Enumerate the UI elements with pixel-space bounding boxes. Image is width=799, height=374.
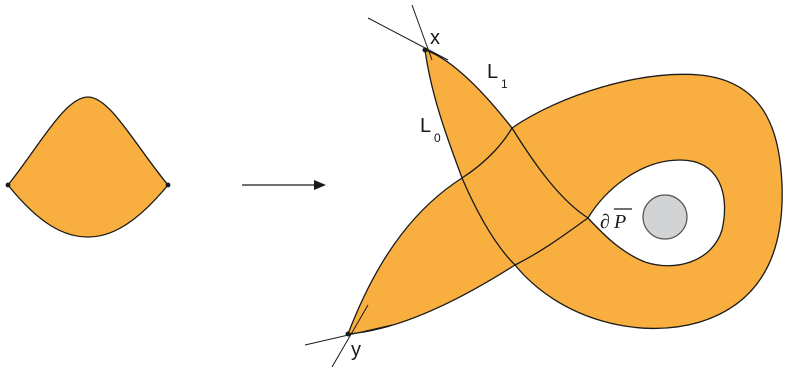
svg-text:P: P: [613, 211, 626, 233]
svg-text:L: L: [420, 115, 431, 137]
svg-text:1: 1: [501, 77, 508, 91]
lens-left-vertex: [5, 182, 11, 188]
image-region: [347, 49, 783, 335]
label-l0: L 0: [420, 115, 441, 145]
inner-arc-upper: [461, 127, 513, 179]
inner-arc-l0: [461, 177, 516, 266]
label-boundary: ∂ P: [600, 208, 632, 233]
point-x: [422, 47, 428, 53]
lens-right-vertex: [165, 182, 171, 188]
inner-arc-l1: [511, 127, 589, 219]
map-arrow: [242, 180, 326, 190]
label-y: y: [351, 339, 361, 361]
inner-arc-lower: [514, 217, 589, 266]
label-l1: L 1: [487, 61, 508, 91]
tangent-line-x-2: [411, 4, 433, 61]
lens-region: [7, 96, 169, 238]
svg-text:∂: ∂: [600, 211, 610, 233]
point-y: [345, 331, 351, 337]
svg-text:L: L: [487, 61, 498, 83]
tangent-line-x-1: [367, 17, 449, 61]
label-x: x: [430, 27, 440, 49]
tangent-line-y-2: [331, 304, 369, 368]
svg-text:0: 0: [434, 131, 441, 145]
boundary-disk: [642, 194, 688, 240]
